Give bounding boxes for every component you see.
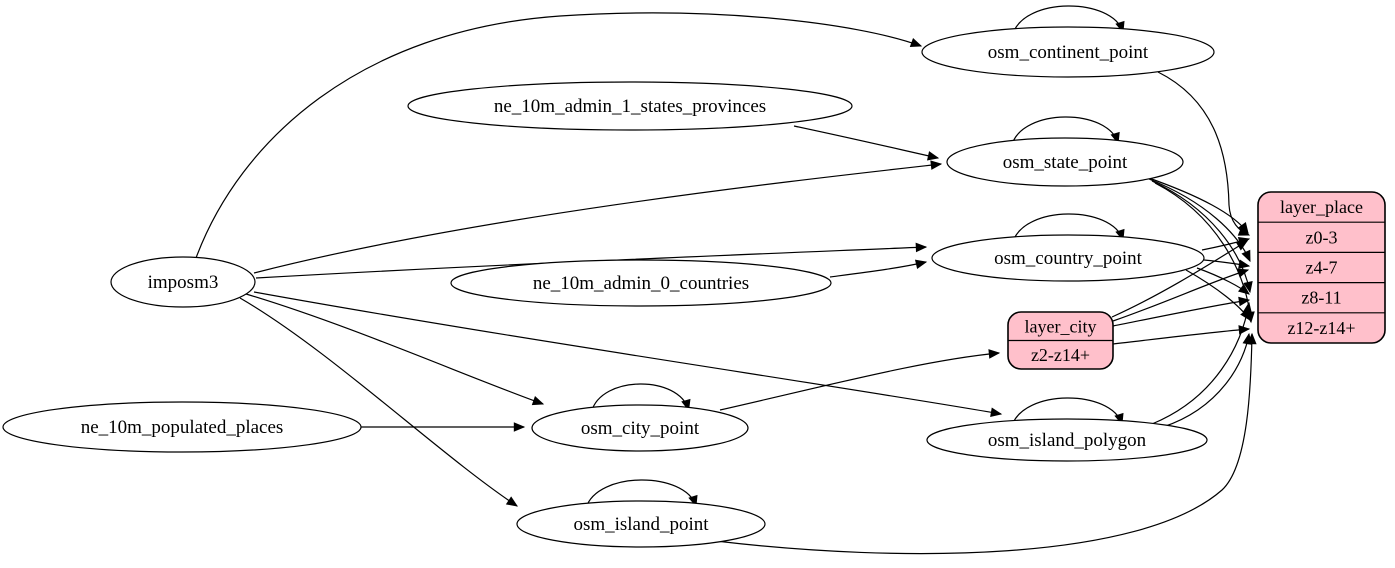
label-osm_continent_point: osm_continent_point <box>988 42 1149 63</box>
edge-ne_10m_admin_1_states_provinces-to-osm_state_point <box>793 125 940 161</box>
label-ne_10m_admin_1_states_provinces: ne_10m_admin_1_states_provinces <box>494 96 766 117</box>
edge-imposm3-to-osm_island_polygon <box>253 291 1003 417</box>
edges-layer <box>195 5 1257 555</box>
edge-layer_city-to-layer_place.z12-z14+ <box>1112 325 1251 345</box>
label-osm_country_point: osm_country_point <box>994 248 1142 269</box>
edge-layer_city-to-layer_place.z8-11 <box>1112 296 1251 327</box>
edge-osm_state_point-to-osm_state_point <box>1011 116 1120 146</box>
ellipse-osm_continent_point <box>921 26 1215 78</box>
edge-osm_island_polygon-to-layer_place.z12-z14+ <box>1162 332 1252 428</box>
edge-osm_country_point-to-layer_place.z8-11 <box>1196 267 1250 295</box>
label-osm_city_point: osm_city_point <box>581 418 700 439</box>
edge-osm_city_point-to-osm_city_point <box>590 383 691 413</box>
ellipse-osm_state_point <box>946 137 1184 187</box>
label-imposm3: imposm3 <box>148 272 219 293</box>
node-layer_place: layer_place z0-3 z4-7 z8-11 z12-z14+ <box>1257 191 1386 344</box>
record-row-layer_city-z2-z14+: z2-z14+ <box>1031 345 1090 365</box>
node-osm_country_point: osm_country_point <box>931 234 1205 282</box>
node-ne_10m_populated_places: ne_10m_populated_places <box>2 401 362 453</box>
ellipse-ne_10m_populated_places <box>2 401 362 453</box>
edge-osm_island_polygon-to-osm_island_polygon <box>1011 397 1124 427</box>
ellipse-osm_island_point <box>516 500 766 548</box>
record-row-layer_place-z12-z14+: z12-z14+ <box>1287 318 1355 338</box>
ellipse-ne_10m_admin_0_countries <box>450 259 832 307</box>
node-layer_city: layer_city z2-z14+ <box>1007 311 1114 370</box>
node-osm_continent_point: osm_continent_point <box>921 26 1215 78</box>
edge-layer_city-to-layer_place.z4-7 <box>1112 268 1250 322</box>
record-row-layer_place-z8-11: z8-11 <box>1301 288 1341 308</box>
node-ne_10m_admin_0_countries: ne_10m_admin_0_countries <box>450 259 832 307</box>
node-osm_island_point: osm_island_point <box>516 500 766 548</box>
edge-imposm3-to-osm_continent_point <box>195 12 923 259</box>
edge-osm_state_point-to-layer_place.z4-7 <box>1148 178 1251 263</box>
ellipse-osm_city_point <box>531 404 749 452</box>
edge-osm_state_point-to-layer_place.z8-11 <box>1151 180 1253 294</box>
record-row-layer_place-z0-3: z0-3 <box>1306 227 1338 247</box>
ellipse-ne_10m_admin_1_states_provinces <box>407 81 853 131</box>
nodes-layer: imposm3 ne_10m_admin_1_states_provincesne… <box>2 26 1386 548</box>
ellipse-osm_island_polygon <box>926 418 1208 462</box>
node-osm_city_point: osm_city_point <box>531 404 749 452</box>
edge-imposm3-to-osm_state_point <box>253 160 943 274</box>
edge-imposm3-to-osm_island_point <box>239 297 519 507</box>
record-header-layer_place: layer_place <box>1280 197 1363 217</box>
edge-layer_city-to-layer_place.z0-3 <box>1111 240 1249 318</box>
label-ne_10m_populated_places: ne_10m_populated_places <box>81 417 284 438</box>
record-box-layer_place <box>1257 191 1386 344</box>
record-header-layer_city: layer_city <box>1025 316 1097 336</box>
node-imposm3: imposm3 <box>110 256 256 308</box>
edge-osm_island_point-to-osm_island_point <box>585 479 698 509</box>
edge-osm_city_point-to-layer_city.z2-z14+ <box>719 349 1001 411</box>
edge-osm_country_point-to-layer_place.z4-7 <box>1203 259 1251 269</box>
record-row-layer_place-z4-7: z4-7 <box>1306 258 1338 278</box>
edge-osm_state_point-to-layer_place.z0-3 <box>1145 176 1249 234</box>
edge-osm_island_polygon-to-layer_place.z8-11 <box>1151 301 1253 425</box>
ellipse-imposm3 <box>110 256 256 308</box>
edge-osm_country_point-to-osm_country_point <box>1012 213 1125 243</box>
node-ne_10m_admin_1_states_provinces: ne_10m_admin_1_states_provinces <box>407 81 853 131</box>
edge-osm_continent_point-to-osm_continent_point <box>1012 5 1125 35</box>
edge-ne_10m_admin_0_countries-to-osm_country_point <box>829 259 928 278</box>
ellipse-osm_country_point <box>931 234 1205 282</box>
label-osm_island_polygon: osm_island_polygon <box>988 430 1147 451</box>
edge-osm_country_point-to-layer_place.z0-3 <box>1201 237 1251 251</box>
node-osm_state_point: osm_state_point <box>946 137 1184 187</box>
label-osm_island_point: osm_island_point <box>573 514 709 535</box>
node-osm_island_polygon: osm_island_polygon <box>926 418 1208 462</box>
edge-osm_continent_point-to-layer_place.z0-3 <box>1157 71 1251 236</box>
label-osm_state_point: osm_state_point <box>1003 152 1128 173</box>
edge-osm_island_point-to-layer_place.z12-z14+ <box>715 332 1257 555</box>
edge-imposm3-to-osm_city_point <box>245 293 545 406</box>
label-ne_10m_admin_0_countries: ne_10m_admin_0_countries <box>533 273 749 294</box>
